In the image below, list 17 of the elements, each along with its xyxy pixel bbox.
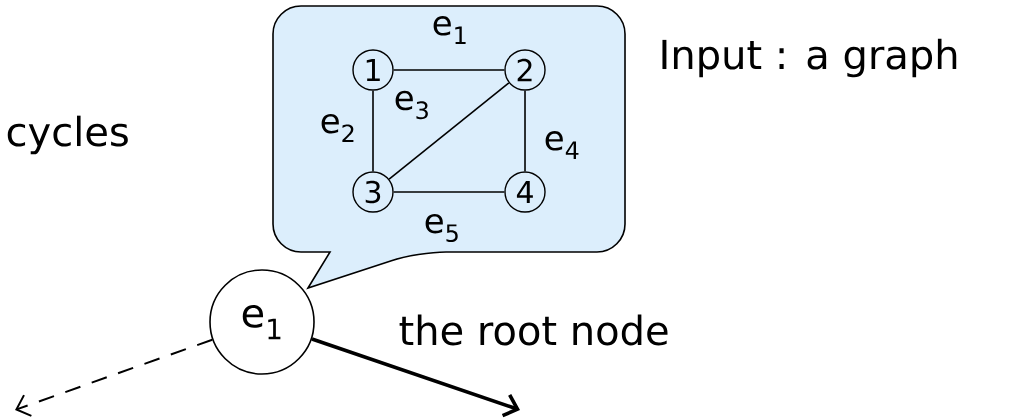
graph-edge xyxy=(388,82,510,180)
annotation-text: Input : a graph xyxy=(662,38,957,78)
edge-label: e$_{5}$ xyxy=(425,213,458,243)
annotation-text: the root node xyxy=(399,314,668,346)
graph-edge xyxy=(372,89,374,173)
label-text: cycles xyxy=(7,115,128,155)
arrow xyxy=(15,338,214,417)
edge-label: e$_{3}$ xyxy=(395,90,428,120)
edge-label: e$_{4}$ xyxy=(545,131,579,159)
arrow xyxy=(311,337,520,418)
edge-label: e$_{1}$ xyxy=(433,16,466,44)
tree-node: e$_{1}$ xyxy=(209,269,315,375)
speech-bubble xyxy=(272,5,626,289)
graph-edge xyxy=(392,69,506,71)
graph-edge xyxy=(392,191,506,193)
edge-label: e$_{2}$ xyxy=(321,113,354,143)
graph-edge xyxy=(524,89,526,173)
